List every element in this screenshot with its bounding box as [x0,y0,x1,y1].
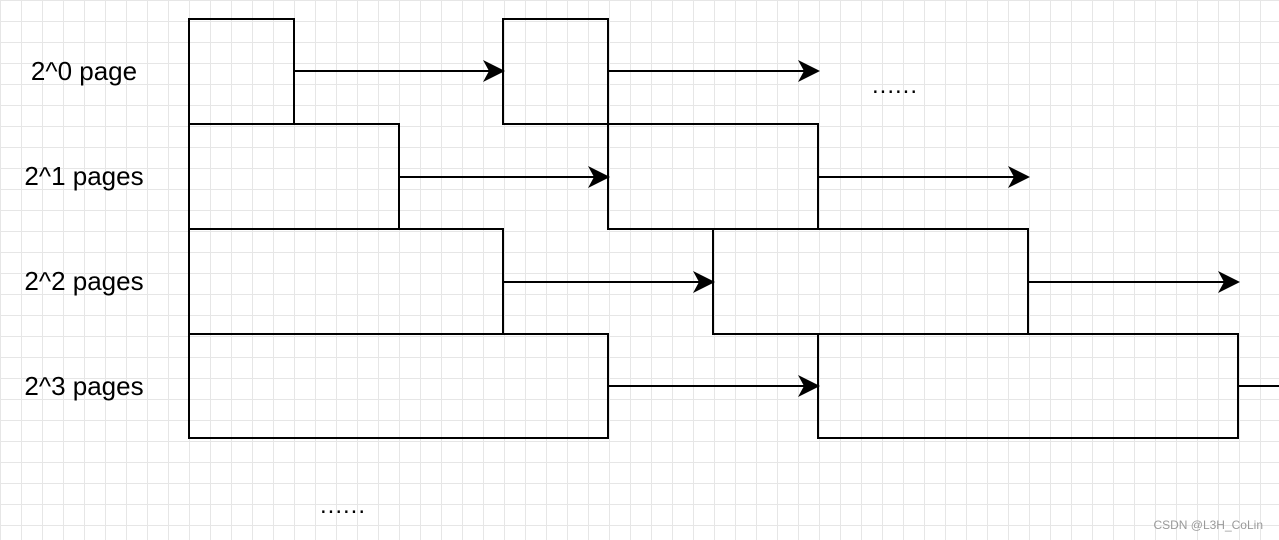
block-row2-a [188,228,504,335]
block-row3-b [817,333,1239,439]
row-label-order-3: 2^3 pages [24,371,144,401]
ellipsis-bottom: ...... [320,492,367,519]
row-label-order-1: 2^1 pages [24,161,144,191]
watermark: CSDN @L3H_CoLin [1153,518,1263,532]
block-row2-b [712,228,1029,335]
ellipsis-right: ...... [872,72,919,99]
block-row0-b [502,18,609,125]
block-row0-a [188,18,295,125]
block-row3-a [188,333,609,439]
block-row1-b [607,123,819,230]
block-row1-a [188,123,400,230]
row-label-order-2: 2^2 pages [24,266,144,296]
row-label-order-0: 2^0 page [30,56,138,86]
